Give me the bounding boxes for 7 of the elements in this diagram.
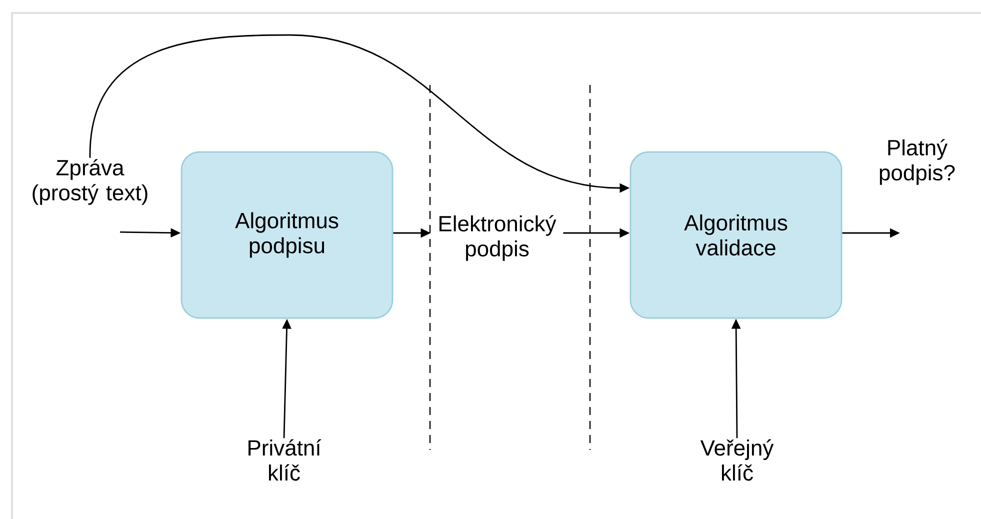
- text-label: Elektronický podpis: [440, 215, 556, 261]
- text-label: Zpráva (prostý text): [32, 159, 148, 205]
- process-box: Algoritmus validace: [630, 151, 842, 319]
- text-label: Platný podpis?: [880, 139, 955, 185]
- text-label: Privátní klíč: [248, 439, 322, 481]
- text-label: Veřejný klíč: [700, 439, 774, 481]
- process-box: Algoritmus podpisu: [180, 151, 394, 319]
